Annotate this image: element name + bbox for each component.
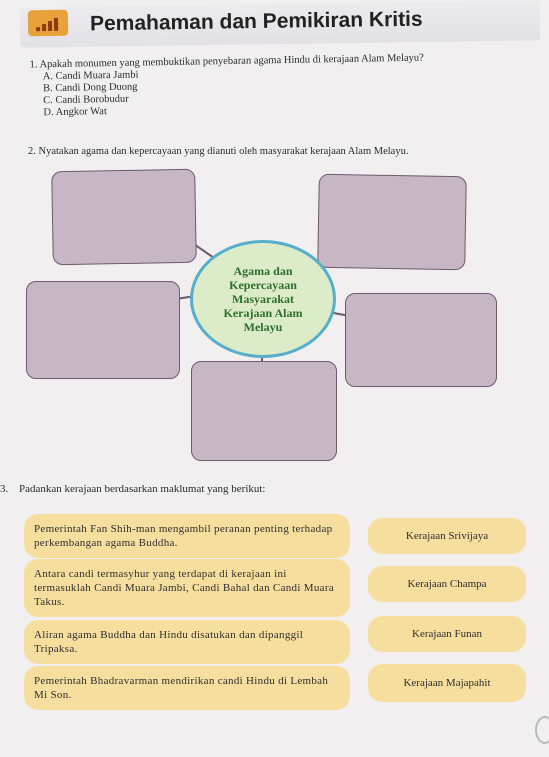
- center-line-4: Kerajaan Alam: [223, 306, 303, 320]
- center-line-5: Melayu: [243, 320, 283, 334]
- statement-1[interactable]: Pemerintah Fan Shih-man mengambil perana…: [24, 514, 350, 558]
- statement-2[interactable]: Antara candi termasyhur yang terdapat di…: [24, 559, 350, 617]
- question-2-number: 2.: [28, 146, 36, 157]
- statement-3[interactable]: Aliran agama Buddha dan Hindu disatukan …: [24, 620, 350, 664]
- question-2: 2. Nyatakan agama dan kepercayaan yang d…: [28, 146, 408, 157]
- answer-box-right[interactable]: [345, 293, 497, 387]
- answer-box-bottom[interactable]: [191, 361, 337, 461]
- statement-4[interactable]: Pemerintah Bhadravarman mendirikan candi…: [24, 666, 350, 710]
- kingdom-2[interactable]: Kerajaan Champa: [368, 566, 526, 602]
- question-3-text: Padankan kerajaan berdasarkan maklumat y…: [19, 483, 266, 495]
- kingdom-4[interactable]: Kerajaan Majapahit: [368, 664, 526, 702]
- center-line-3: Masyarakat: [232, 292, 294, 306]
- center-line-2: Kepercayaan: [229, 278, 297, 292]
- kingdom-1[interactable]: Kerajaan Srivijaya: [368, 518, 526, 554]
- question-2-text: Nyatakan agama dan kepercayaan yang dian…: [38, 146, 409, 157]
- mindmap-center: Agama dan Kepercayaan Masyarakat Kerajaa…: [190, 240, 336, 358]
- page-edge-mark: [535, 716, 549, 744]
- center-line-1: Agama dan: [233, 264, 293, 278]
- question-3: 3. Padankan kerajaan berdasarkan makluma…: [0, 483, 266, 495]
- answer-box-top-left[interactable]: [51, 168, 197, 266]
- kingdom-3[interactable]: Kerajaan Funan: [368, 616, 526, 652]
- answer-box-top-right[interactable]: [317, 173, 467, 271]
- answer-box-left[interactable]: [26, 281, 180, 379]
- question-3-number: 3.: [0, 483, 9, 495]
